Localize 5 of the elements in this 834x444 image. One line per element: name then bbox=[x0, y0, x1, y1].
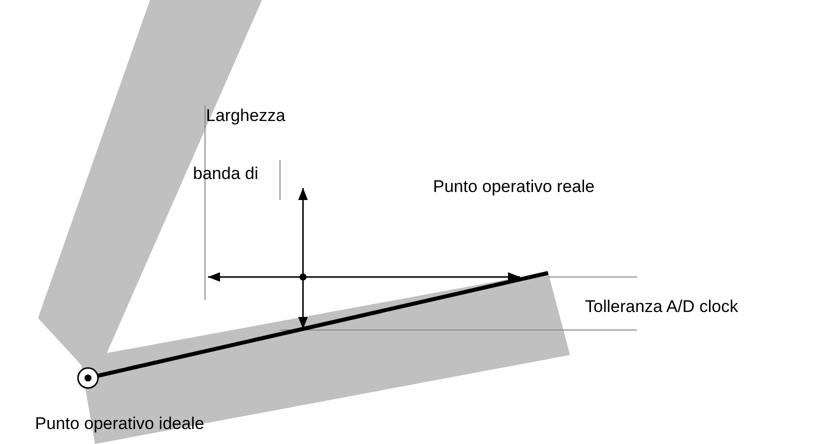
annotation-label: banda di bbox=[193, 164, 258, 184]
annotation-label: Tolleranza A/D clock bbox=[585, 297, 738, 317]
annotation-label: Larghezza bbox=[206, 106, 286, 126]
annotation-label: Punto operativo reale bbox=[433, 177, 595, 197]
annotation-label: Punto operativo ideale bbox=[35, 414, 204, 434]
